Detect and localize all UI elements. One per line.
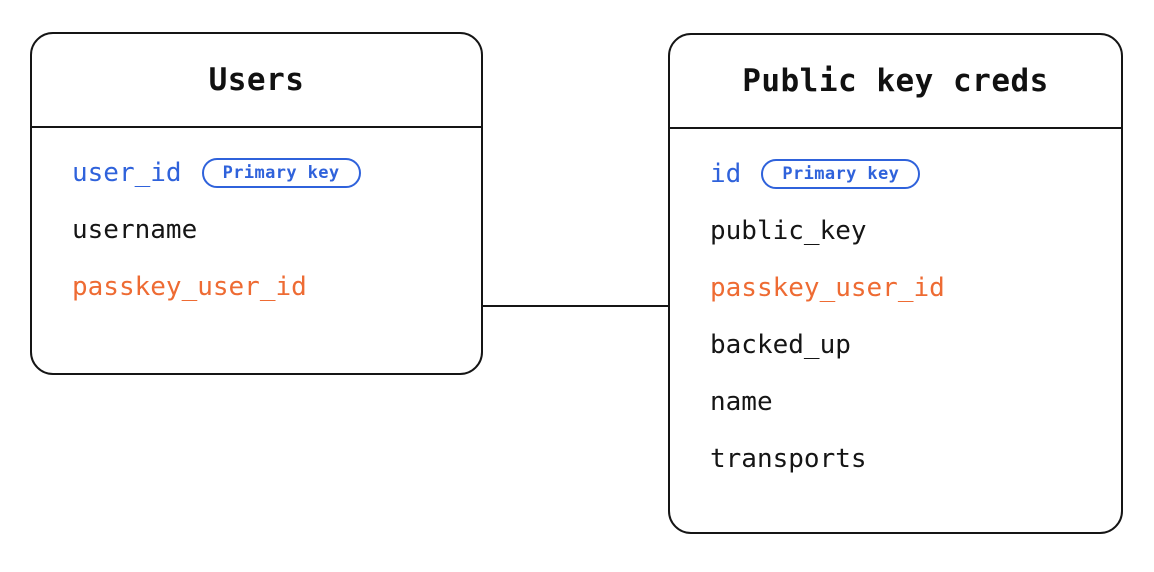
field-name-public-key: public_key bbox=[710, 215, 867, 246]
field-row[interactable]: id Primary key bbox=[670, 145, 1121, 202]
entity-users-header: Users bbox=[32, 34, 481, 128]
field-row[interactable]: name bbox=[670, 373, 1121, 430]
primary-key-badge: Primary key bbox=[201, 157, 361, 188]
entity-users-fields: user_id Primary key username passkey_use… bbox=[32, 128, 481, 315]
field-name-id: id bbox=[710, 158, 742, 189]
field-row[interactable]: passkey_user_id bbox=[32, 258, 481, 315]
entity-public-key-creds[interactable]: Public key creds id Primary key public_k… bbox=[668, 33, 1123, 534]
entity-users[interactable]: Users user_id Primary key username passk… bbox=[30, 32, 483, 375]
entity-users-title: Users bbox=[208, 61, 305, 98]
field-name-user-id: user_id bbox=[72, 157, 182, 188]
field-row[interactable]: username bbox=[32, 201, 481, 258]
field-row[interactable]: transports bbox=[670, 430, 1121, 487]
field-row[interactable]: public_key bbox=[670, 202, 1121, 259]
field-name-transports: transports bbox=[710, 443, 867, 474]
entity-public-key-creds-fields: id Primary key public_key passkey_user_i… bbox=[670, 129, 1121, 487]
field-name-passkey-user-id: passkey_user_id bbox=[710, 272, 945, 303]
entity-public-key-creds-header: Public key creds bbox=[670, 35, 1121, 129]
field-name-username: username bbox=[72, 214, 198, 245]
entity-public-key-creds-title: Public key creds bbox=[742, 62, 1049, 99]
field-name-backed-up: backed_up bbox=[710, 329, 851, 360]
field-row[interactable]: passkey_user_id bbox=[670, 259, 1121, 316]
field-row[interactable]: backed_up bbox=[670, 316, 1121, 373]
field-name-name: name bbox=[710, 386, 773, 417]
relationship-connector-users-to-creds bbox=[481, 305, 670, 307]
primary-key-badge: Primary key bbox=[761, 158, 921, 189]
field-row[interactable]: user_id Primary key bbox=[32, 144, 481, 201]
field-name-passkey-user-id: passkey_user_id bbox=[72, 271, 307, 302]
